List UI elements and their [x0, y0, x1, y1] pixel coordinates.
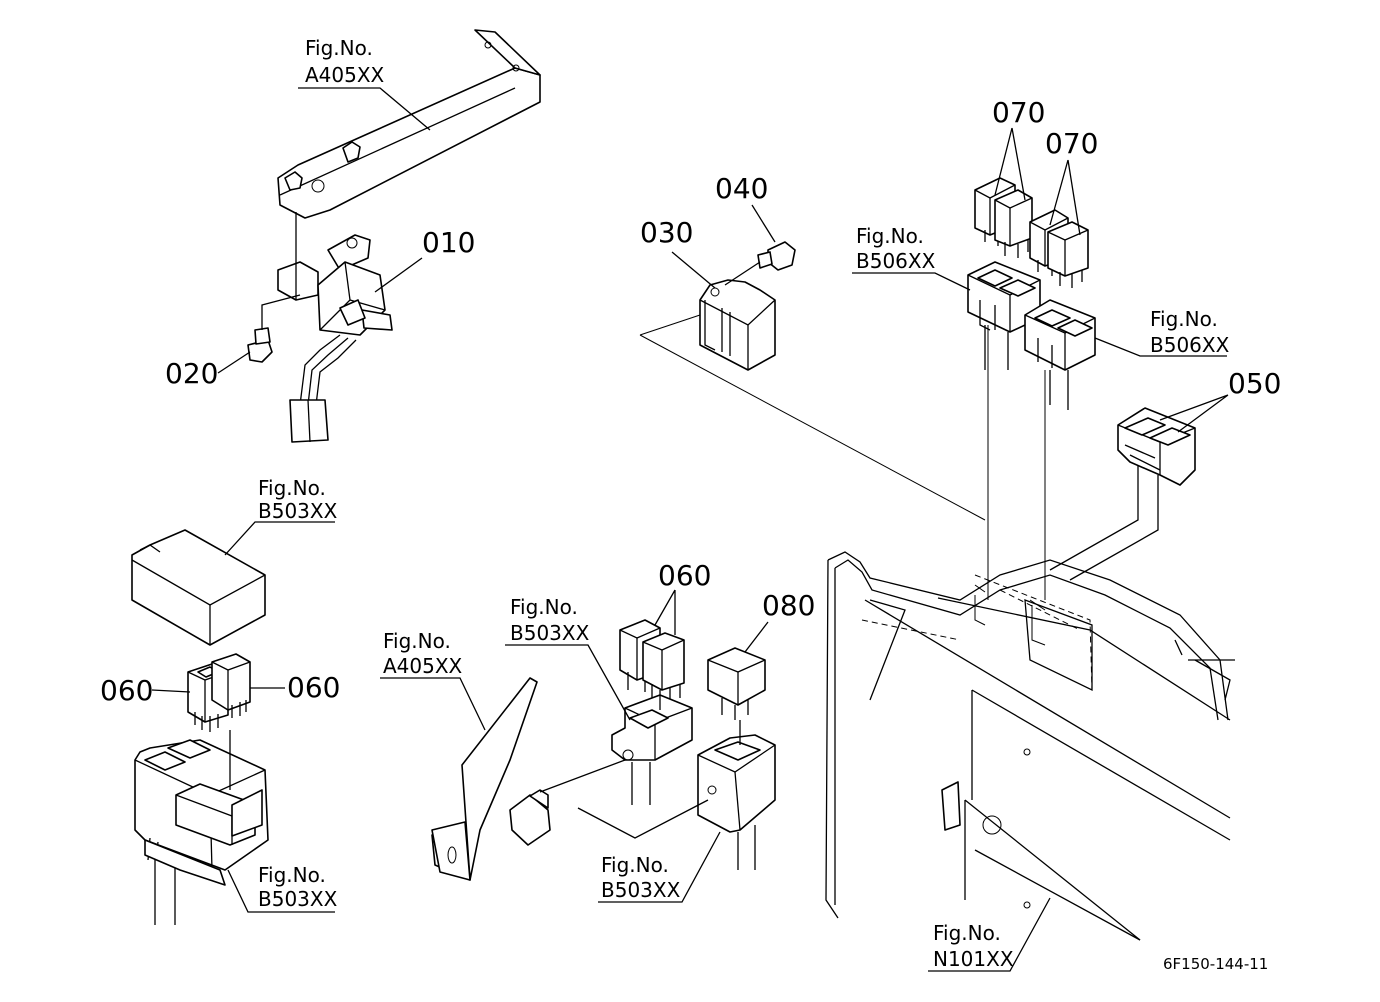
callout-070-b: 070 — [1045, 127, 1098, 236]
fig-ref-b503-bottom-left: Fig.No. B503XX — [227, 863, 338, 913]
fig-prefix: Fig.No. — [933, 921, 1001, 945]
fig-prefix: Fig.No. — [258, 863, 326, 887]
fig-code: A405XX — [383, 654, 463, 678]
fig-code: B503XX — [258, 499, 338, 523]
fig-ref-b506-right: Fig.No. B506XX — [1094, 307, 1230, 357]
part-number: 010 — [422, 226, 475, 259]
relay-socket-center — [611, 690, 693, 805]
fig-ref-b503-cover: Fig.No. B503XX — [224, 476, 338, 556]
fig-prefix: Fig.No. — [601, 853, 669, 877]
bolt-020 — [247, 294, 301, 363]
fig-code: B503XX — [258, 887, 338, 911]
fig-ref-b503-mid: Fig.No. B503XX — [505, 595, 631, 721]
drawing-code: 6F150-144-11 — [1163, 955, 1268, 973]
part-number: 060 — [658, 559, 711, 592]
fig-code: B506XX — [1150, 333, 1230, 357]
fig-ref-a405-top: Fig.No. A405XX — [298, 36, 431, 131]
callout-060-b: 060 — [250, 671, 340, 704]
callout-030: 030 — [640, 216, 716, 289]
relay-socket-b506-right — [1024, 299, 1096, 410]
part-number: 060 — [100, 674, 153, 707]
flasher-leader — [639, 314, 986, 521]
fig-prefix: Fig.No. — [1150, 307, 1218, 331]
callout-050: 050 — [1159, 367, 1281, 433]
panel-frame — [825, 325, 1235, 941]
fig-ref-a405-mid: Fig.No. A405XX — [380, 629, 486, 731]
part-number: 040 — [715, 172, 768, 205]
fig-ref-n101: Fig.No. N101XX — [928, 897, 1051, 972]
fig-ref-b503-bottom-mid: Fig.No. B503XX — [598, 831, 721, 903]
fig-prefix: Fig.No. — [510, 595, 578, 619]
callout-020: 020 — [165, 351, 251, 390]
switch-bracket — [431, 677, 626, 881]
part-number: 020 — [165, 357, 218, 390]
callout-070-a: 070 — [992, 96, 1045, 201]
relay-socket-080 — [577, 720, 776, 870]
callout-040: 040 — [715, 172, 776, 243]
fig-code: B503XX — [510, 621, 590, 645]
fig-ref-b506-left: Fig.No. B506XX — [852, 224, 971, 291]
flasher-unit-030 — [699, 279, 776, 371]
callout-080: 080 — [744, 589, 815, 653]
part-number: 080 — [762, 589, 815, 622]
mounting-bracket — [277, 29, 541, 219]
fig-code: B503XX — [601, 878, 681, 902]
starter-relay-010 — [277, 212, 393, 443]
callout-060-a: 060 — [100, 674, 191, 707]
part-number: 060 — [287, 671, 340, 704]
circuit-breaker-050 — [1049, 407, 1196, 581]
fuse-box-cover — [131, 529, 266, 646]
part-number: 070 — [992, 96, 1045, 129]
part-number: 070 — [1045, 127, 1098, 160]
fig-code: N101XX — [933, 947, 1014, 971]
fig-prefix: Fig.No. — [258, 476, 326, 500]
relay-060-right — [211, 653, 251, 718]
callout-060-c: 060 — [654, 559, 711, 635]
relay-070-2 — [994, 189, 1033, 258]
part-number: 050 — [1228, 367, 1281, 400]
fig-code: B506XX — [856, 249, 936, 273]
fig-prefix: Fig.No. — [305, 36, 373, 60]
callout-010: 010 — [374, 226, 475, 293]
fig-prefix: Fig.No. — [383, 629, 451, 653]
fuse-block-left — [134, 730, 269, 925]
relay-080 — [707, 647, 766, 720]
bolt-040 — [724, 241, 796, 286]
fig-prefix: Fig.No. — [856, 224, 924, 248]
part-number: 030 — [640, 216, 693, 249]
relay-070-4 — [1047, 221, 1089, 288]
fig-code: A405XX — [305, 63, 385, 87]
relay-060-center-right — [642, 632, 685, 702]
